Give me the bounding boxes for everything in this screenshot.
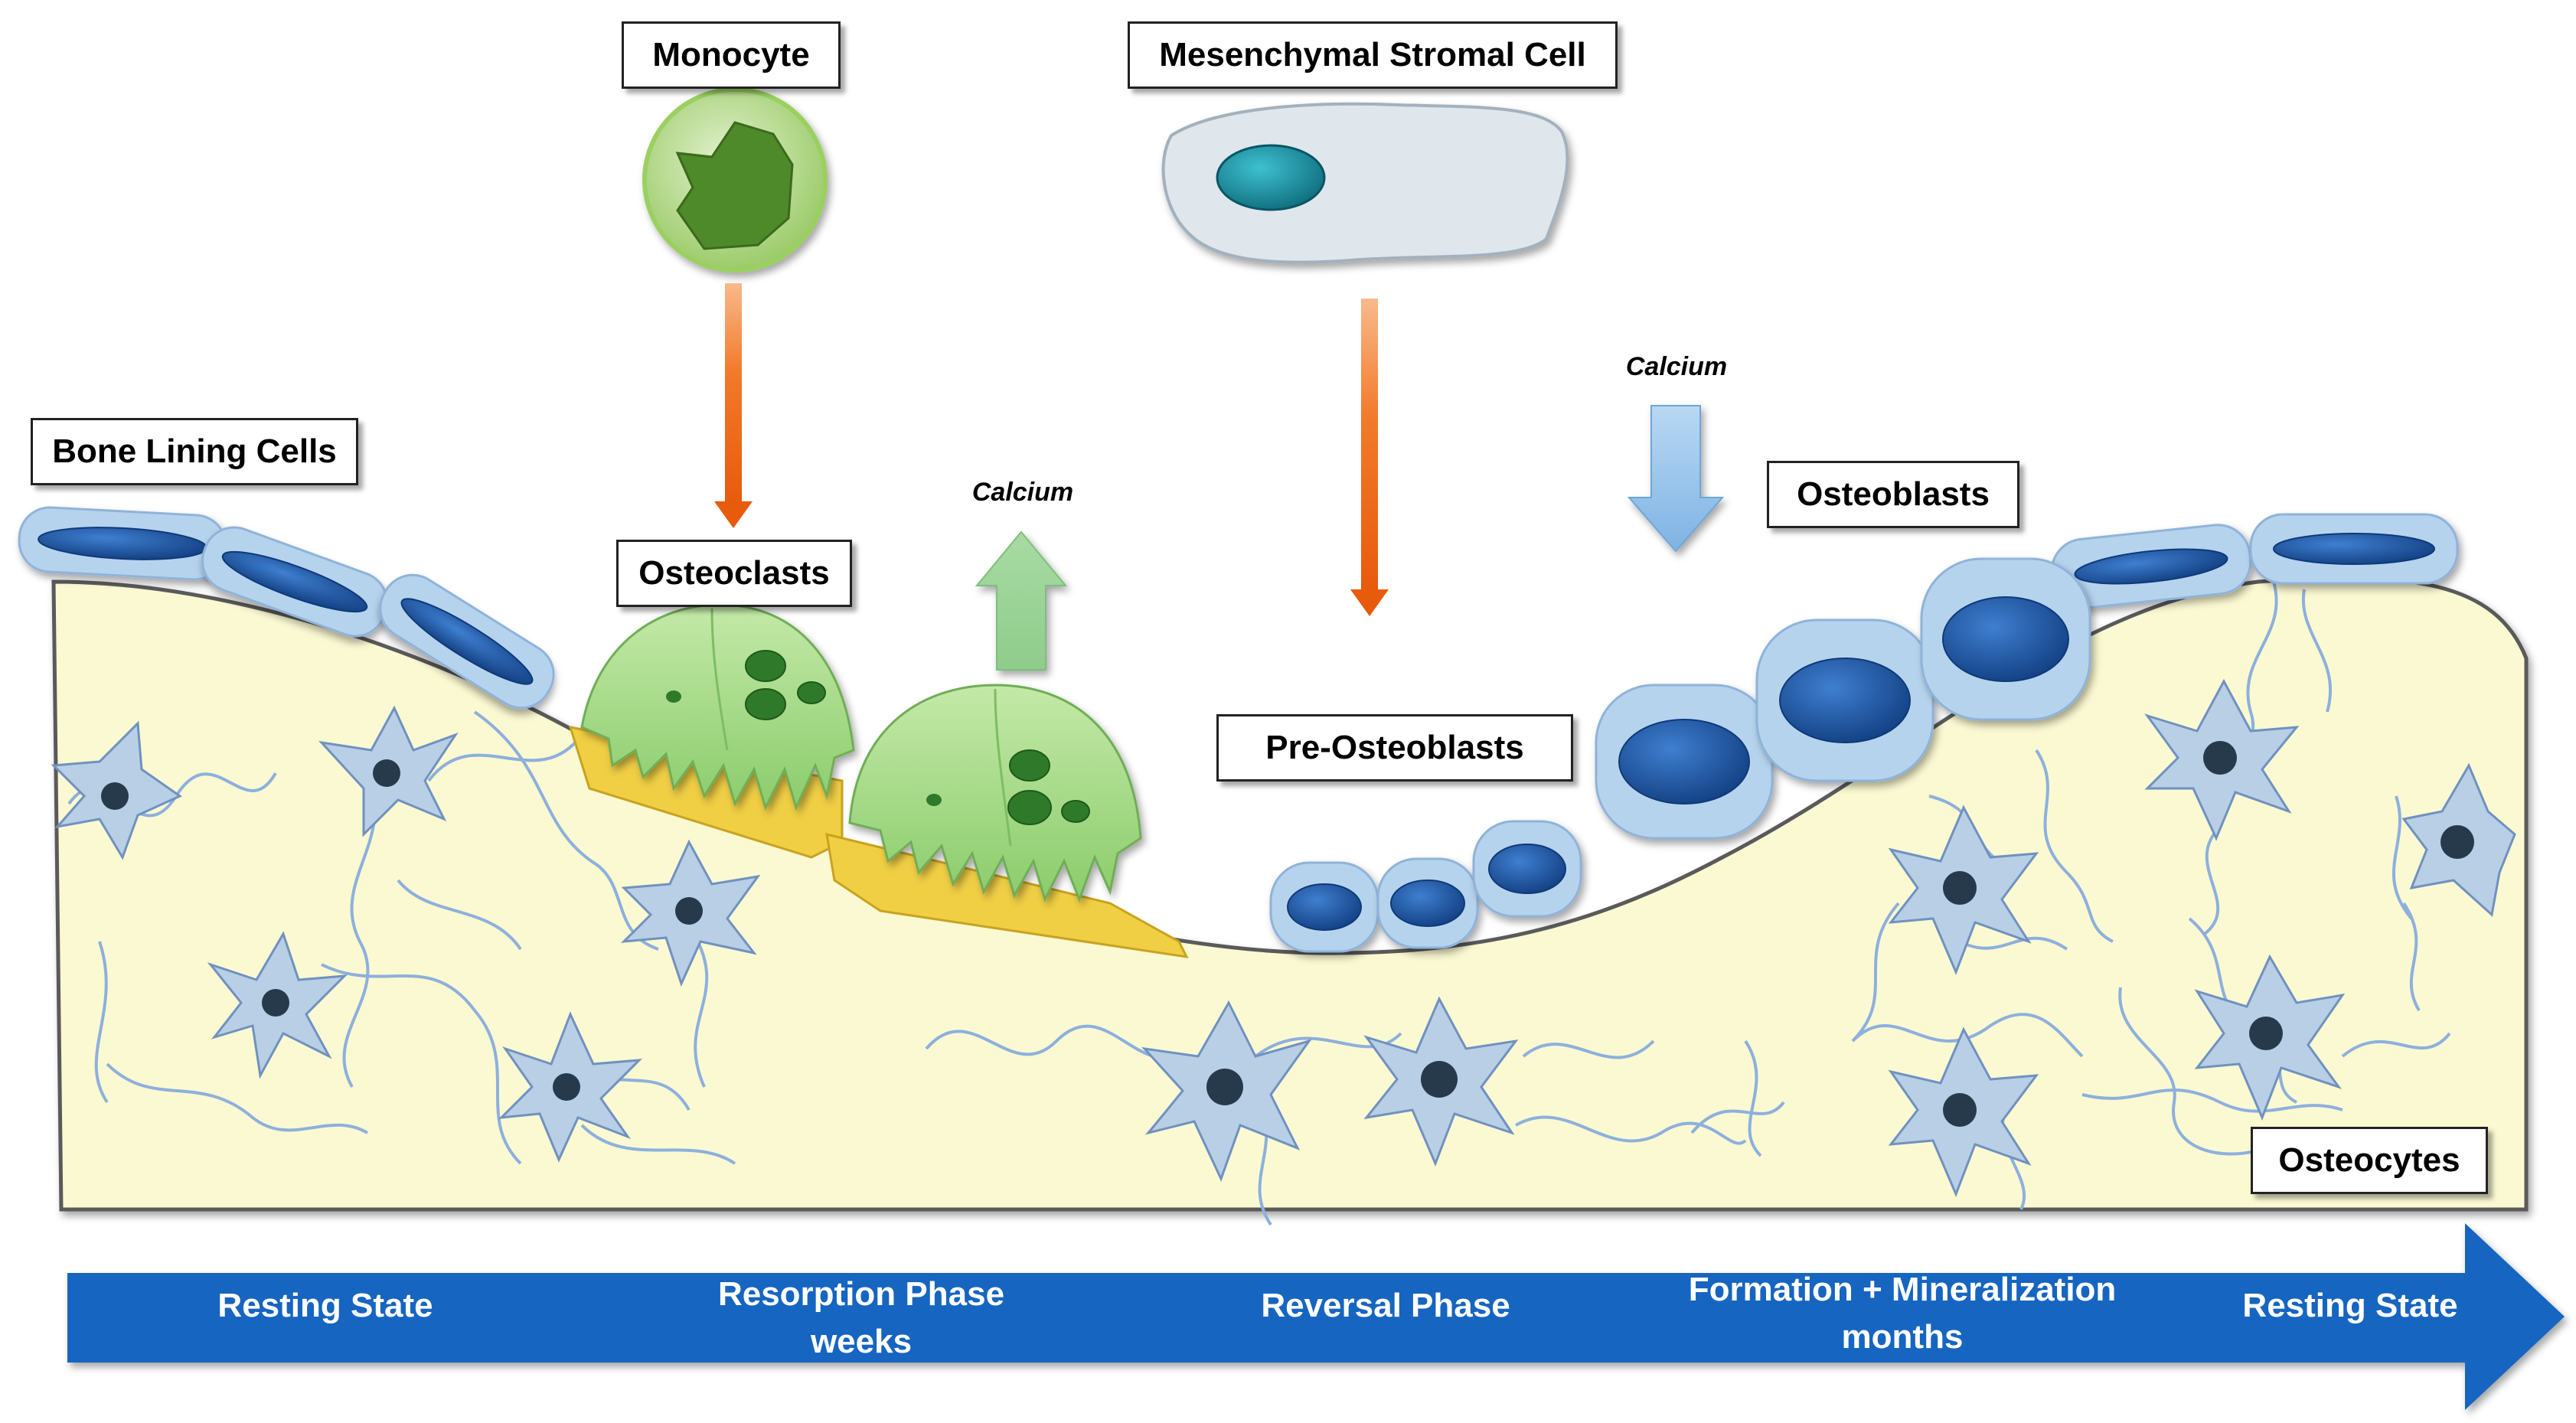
phase-label: Resorption Phase (717, 1275, 1005, 1313)
osteocyte-cell (1141, 1000, 1312, 1182)
osteocyte-cell (318, 705, 459, 837)
phase-resting-state-end: Resting State (2242, 1282, 2457, 1330)
osteoblast-cell (1595, 684, 1774, 840)
bone-lining-cells (18, 506, 2459, 710)
osteocyte-processes (67, 581, 2451, 1226)
osteocytes-label: Osteocytes (2251, 1127, 2488, 1194)
calcium-deposit-arrow (1627, 405, 1725, 553)
phase-resorption: Resorption Phase weeks (718, 1271, 1004, 1366)
lining-cell (379, 573, 555, 710)
osteocyte-cell (498, 1011, 642, 1163)
calcium-deposit-label: Calcium (1625, 352, 1728, 381)
pre-osteoblast-cell (1376, 857, 1479, 949)
timeline-arrow (67, 1223, 2565, 1410)
osteocyte-cell (2194, 954, 2346, 1121)
mesenchymal-stromal-cell (1161, 102, 1569, 264)
phase-duration: weeks (810, 1323, 913, 1360)
monocyte-cell (642, 87, 828, 273)
osteoblast-cell (1755, 618, 1934, 782)
pre-osteoblasts (1269, 820, 1582, 953)
phase-label: Resting State (2242, 1287, 2458, 1324)
bone-lining-cells-label: Bone Lining Cells (31, 418, 358, 485)
phase-formation-mineralization: Formation + Mineralization months (1689, 1266, 2117, 1361)
osteoblasts-label: Osteoblasts (1767, 461, 2019, 528)
calcium-release-label: Calcium (971, 478, 1074, 507)
osteoblast-cell (1920, 557, 2091, 721)
phase-resting-state-start: Resting State (217, 1282, 433, 1330)
pre-osteoblasts-label: Pre-Osteoblasts (1216, 714, 1573, 782)
lining-cell (2249, 513, 2459, 585)
calcium-release-arrow (975, 530, 1068, 671)
msc-to-preosteoblast-arrow (1350, 299, 1389, 616)
osteoclasts (580, 603, 1142, 903)
phase-duration: months (1841, 1318, 1964, 1356)
osteocytes (51, 678, 2516, 1197)
phase-label: Formation + Mineralization (1688, 1271, 2117, 1308)
lining-cell (201, 526, 389, 638)
osteocyte-cell (1888, 1026, 2039, 1197)
phase-label: Reversal Phase (1261, 1287, 1510, 1324)
msc-label: Mesenchymal Stromal Cell (1128, 21, 1618, 89)
monocyte-label: Monocyte (622, 21, 841, 89)
osteoclasts-label: Osteoclasts (616, 540, 852, 607)
osteoclast-cell (848, 684, 1142, 903)
lining-cell (18, 506, 227, 581)
osteocyte-cell (2144, 678, 2300, 841)
monocyte-to-osteoclast-arrow (714, 283, 753, 528)
osteoclast-cell (580, 603, 855, 811)
osteocyte-cell (207, 931, 348, 1079)
osteocyte-cell (2401, 762, 2516, 917)
osteoblasts (1595, 557, 2091, 840)
osteocyte-cell (621, 839, 761, 987)
osteocyte-cell (1363, 996, 1519, 1167)
pre-osteoblast-cell (1472, 820, 1582, 918)
phase-label: Resting State (217, 1287, 433, 1324)
phase-reversal: Reversal Phase (1261, 1282, 1510, 1330)
osteocyte-cell (51, 720, 183, 860)
pre-osteoblast-cell (1269, 861, 1379, 953)
osteocyte-cell (1888, 805, 2039, 975)
